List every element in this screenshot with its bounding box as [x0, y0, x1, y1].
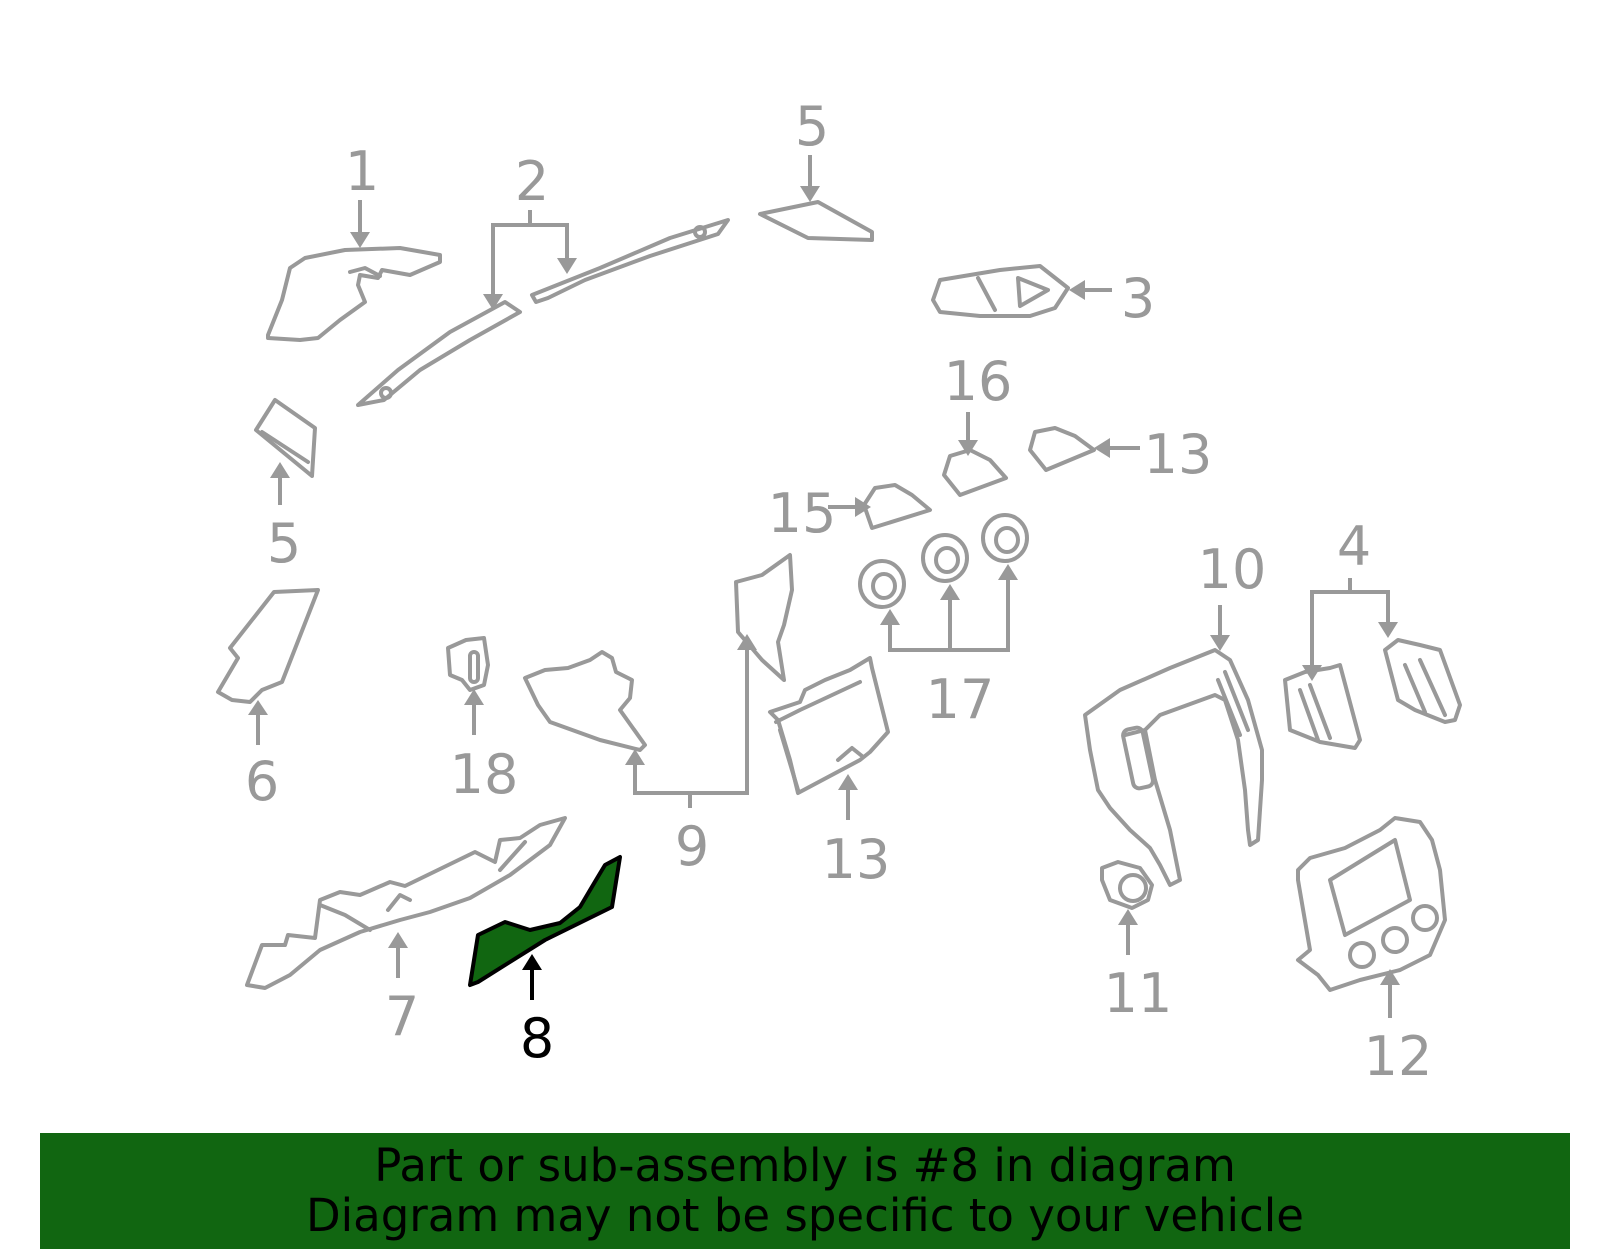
callout-16: 16 — [944, 350, 1013, 413]
part-4: 4 — [1283, 515, 1462, 750]
part-3: 3 — [931, 264, 1155, 330]
part-14: 13 — [1028, 423, 1213, 486]
callout-6: 6 — [245, 750, 279, 813]
callout-10: 10 — [1198, 538, 1267, 601]
callout-7: 7 — [385, 985, 419, 1048]
callout-13: 13 — [822, 828, 891, 891]
part-13: 13 — [768, 656, 891, 891]
info-banner: Part or sub-assembly is #8 in diagram Di… — [40, 1133, 1570, 1249]
callout-2: 2 — [515, 150, 549, 213]
part-18: 18 — [446, 636, 519, 806]
part-16: 16 — [942, 350, 1013, 497]
callout-4: 4 — [1337, 515, 1371, 578]
part-6: 6 — [216, 588, 320, 813]
part-17: 17 — [858, 513, 1029, 731]
callout-15: 15 — [768, 482, 837, 545]
callout-17: 17 — [926, 668, 995, 731]
callout-5-left: 5 — [267, 512, 301, 575]
callout-9: 9 — [675, 815, 709, 878]
part-7: 7 — [245, 816, 567, 1048]
callout-1: 1 — [345, 140, 379, 203]
part-5-top: 5 — [758, 95, 874, 242]
banner-line-1: Part or sub-assembly is #8 in diagram — [374, 1139, 1236, 1192]
callout-8: 8 — [520, 1007, 554, 1070]
callout-18: 18 — [450, 743, 519, 806]
part-8-highlighted: 8 — [468, 855, 622, 1070]
part-15: 15 — [768, 482, 932, 545]
part-12: 12 — [1296, 816, 1447, 1088]
part-11: 11 — [1100, 860, 1173, 1025]
parts-diagram: 1 2 5 3 5 6 — [216, 95, 1462, 1088]
part-9: 9 — [523, 553, 794, 878]
callout-14: 13 — [1144, 423, 1213, 486]
part-10: 10 — [1083, 538, 1267, 887]
callout-11: 11 — [1104, 962, 1173, 1025]
banner-line-2: Diagram may not be specific to your vehi… — [306, 1189, 1304, 1242]
callout-3: 3 — [1121, 267, 1155, 330]
callout-5-top: 5 — [795, 95, 829, 158]
part-1: 1 — [266, 140, 442, 342]
part-5-left: 5 — [254, 398, 317, 575]
callout-12: 12 — [1364, 1025, 1433, 1088]
part-2: 2 — [356, 150, 730, 407]
